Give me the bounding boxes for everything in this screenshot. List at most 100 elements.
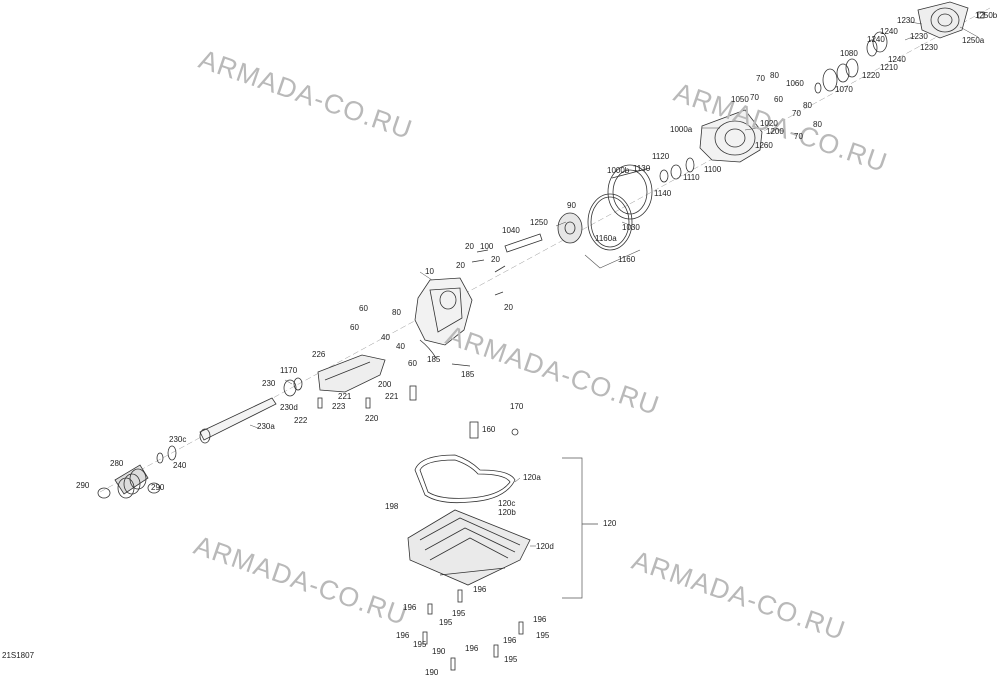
part-label: 80 — [813, 120, 822, 129]
part-label: 120 — [603, 519, 617, 528]
part-label: 1160a — [595, 234, 617, 243]
part-label: 1000b — [607, 166, 630, 175]
part-label: 195 — [439, 618, 453, 627]
part-label: 1080 — [840, 49, 858, 58]
group-bracket-120 — [562, 457, 583, 599]
part-label: 221 — [385, 392, 399, 401]
part-label: 1140 — [654, 189, 672, 198]
part-label: 196 — [473, 585, 487, 594]
part-label: 1200 — [766, 127, 784, 136]
part-label: 1040 — [502, 226, 520, 235]
part-label: 1160 — [618, 255, 636, 264]
part-label: 223 — [332, 402, 346, 411]
part-label: 70 — [756, 74, 765, 83]
part-label: 170 — [510, 402, 524, 411]
part-label: 1000a — [670, 125, 693, 134]
part-label: 280 — [110, 459, 124, 468]
part-label: 20 — [491, 255, 500, 264]
bearing-stack — [814, 31, 888, 94]
bearing-housing — [414, 277, 473, 346]
part-label: 230a — [257, 422, 275, 431]
part-label: 120a — [523, 473, 541, 482]
part-label: 200 — [378, 380, 392, 389]
part-label: 1230 — [897, 16, 915, 25]
part-label: 230 — [262, 379, 276, 388]
part-label: 195 — [452, 609, 466, 618]
part-label: 240 — [173, 461, 187, 470]
part-label: 80 — [392, 308, 401, 317]
part-label: 290 — [151, 483, 165, 492]
part-label: 222 — [294, 416, 308, 425]
part-label: 120c — [498, 499, 516, 508]
part-label: 80 — [803, 101, 812, 110]
part-label: 196 — [533, 615, 547, 624]
part-label: 1050 — [731, 95, 749, 104]
shaft-1040 — [504, 233, 543, 253]
part-label: 60 — [408, 359, 417, 368]
bolts-20 — [471, 249, 506, 296]
part-label: 70 — [792, 109, 801, 118]
drawing-code: 21S1807 — [2, 651, 35, 660]
sensor-160 — [469, 421, 479, 439]
part-label: 60 — [350, 323, 359, 332]
part-label: 195 — [413, 640, 427, 649]
clamp-290 — [97, 487, 111, 499]
part-label: 70 — [794, 132, 803, 141]
part-label: 40 — [381, 333, 390, 342]
pump-end-cap — [917, 1, 969, 39]
fasteners — [422, 589, 524, 671]
part-label: 230d — [280, 403, 298, 412]
drive-shaft — [156, 377, 303, 464]
part-label: 20 — [456, 261, 465, 270]
part-label: 1230 — [920, 43, 938, 52]
part-label: 20 — [465, 242, 474, 251]
part-label: 1100 — [704, 165, 722, 174]
part-label: 20 — [504, 303, 513, 312]
part-label: 1250b — [975, 11, 998, 20]
part-label: 198 — [385, 502, 399, 511]
sleeve-200 — [409, 385, 417, 401]
part-label: 195 — [504, 655, 518, 664]
part-label: 1070 — [835, 85, 853, 94]
part-label: 230c — [169, 435, 187, 444]
part-label: 1130 — [633, 164, 651, 173]
part-label: 1260 — [755, 141, 773, 150]
part-label: 290 — [76, 481, 90, 490]
part-label: 1230 — [910, 32, 928, 41]
part-label: 90 — [567, 201, 576, 210]
part-label: 190 — [432, 647, 446, 656]
part-label: 226 — [312, 350, 326, 359]
heat-exchanger — [407, 509, 531, 586]
part-label: 1250a — [962, 36, 985, 45]
gasket-120a — [414, 454, 516, 504]
part-label: 1250 — [530, 218, 548, 227]
impeller — [557, 212, 583, 244]
part-label: 160 — [482, 425, 496, 434]
part-label: 196 — [403, 603, 417, 612]
part-label: 1020 — [760, 119, 778, 128]
cable-185 — [419, 339, 437, 359]
bracket-1160 — [584, 249, 641, 269]
wear-ring — [607, 164, 653, 220]
part-label: 1170 — [280, 366, 298, 375]
part-label: 196 — [503, 636, 517, 645]
part-label: 196 — [465, 644, 479, 653]
part-label: 221 — [338, 392, 352, 401]
part-label: 1060 — [786, 79, 804, 88]
part-label: 220 — [365, 414, 379, 423]
part-label: 195 — [536, 631, 550, 640]
part-label: 40 — [396, 342, 405, 351]
part-label: 190 — [425, 668, 439, 677]
part-label: 1240 — [867, 35, 885, 44]
part-label: 120b — [498, 508, 516, 517]
part-label: 60 — [774, 95, 783, 104]
part-label: 80 — [770, 71, 779, 80]
part-label: 10 — [425, 267, 434, 276]
part-label: 1110 — [683, 173, 700, 182]
seals — [659, 157, 695, 183]
part-label: 185 — [427, 355, 441, 364]
part-label: 1240 — [880, 27, 898, 36]
impeller-housing — [699, 109, 763, 163]
